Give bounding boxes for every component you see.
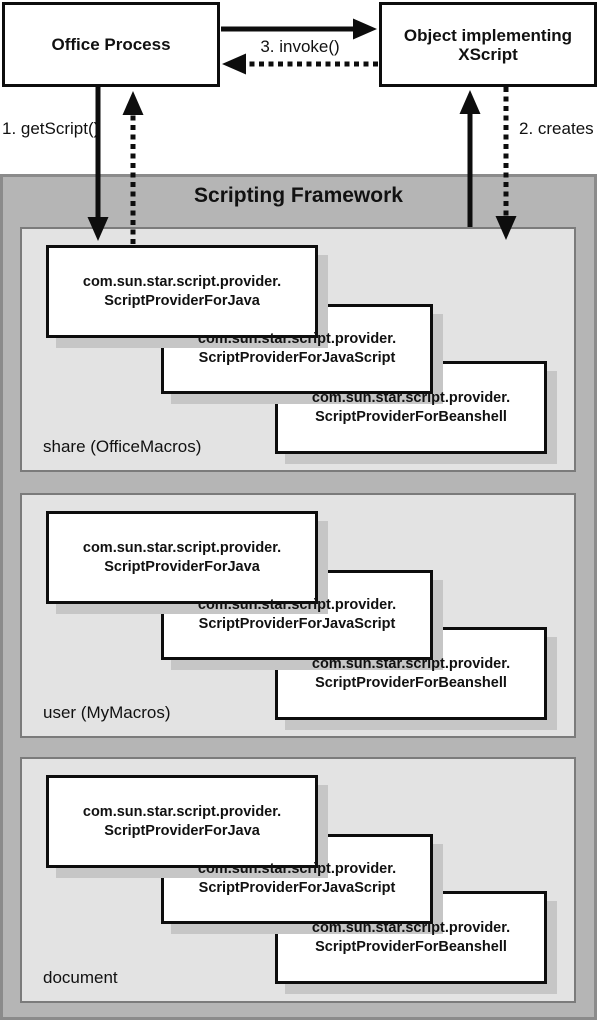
- section-document-label: document: [43, 968, 118, 987]
- provider-box-java: [46, 245, 318, 338]
- xscript-object-label-line2: XScript: [458, 44, 518, 64]
- section-user: com.sun.star.script.provider. ScriptProv…: [20, 493, 576, 738]
- provider-box-java: [46, 511, 318, 604]
- office-process-box: Office Process: [2, 2, 220, 87]
- creates-label: 2. creates: [519, 119, 594, 138]
- section-user-label: user (MyMacros): [43, 703, 171, 722]
- section-share-label: share (OfficeMacros): [43, 437, 202, 456]
- provider-box-java: [46, 775, 318, 868]
- xscript-object-label-line1: Object implementing: [403, 25, 573, 45]
- getscript-label: 1. getScript(): [2, 119, 100, 138]
- section-share: com.sun.star.script.provider. ScriptProv…: [20, 227, 576, 472]
- office-process-label: Office Process: [51, 35, 171, 54]
- xscript-object-box: Object implementing XScript: [379, 2, 597, 87]
- scripting-framework-title: Scripting Framework: [194, 184, 403, 207]
- invoke-label: 3. invoke(): [260, 37, 340, 56]
- section-document: com.sun.star.script.provider. ScriptProv…: [20, 757, 576, 1003]
